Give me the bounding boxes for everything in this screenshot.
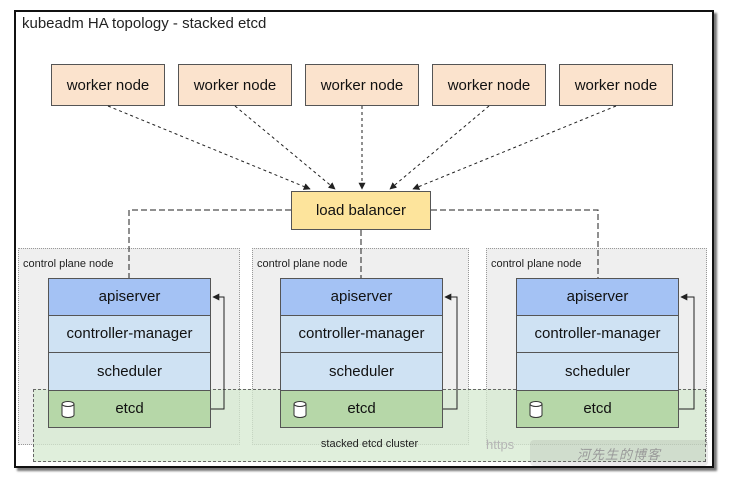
component-stack-2: apiserver controller-manager scheduler e… — [280, 278, 443, 428]
watermark-stamp: 河先生的博客 — [530, 440, 708, 466]
scheduler: scheduler — [516, 353, 679, 391]
control-plane-node-label: control plane node — [257, 258, 348, 270]
controller-manager: controller-manager — [280, 315, 443, 353]
worker-node-1: worker node — [51, 64, 165, 106]
control-plane-node-label: control plane node — [23, 258, 114, 270]
apiserver: apiserver — [516, 278, 679, 316]
worker-node-2: worker node — [178, 64, 292, 106]
controller-manager: controller-manager — [516, 315, 679, 353]
scheduler: scheduler — [280, 353, 443, 391]
worker-to-lb-arrow — [389, 105, 490, 190]
etcd-apiserver-link — [443, 293, 458, 410]
scheduler: scheduler — [48, 353, 211, 391]
worker-node-5: worker node — [559, 64, 673, 106]
component-stack-1: apiserver controller-manager scheduler e… — [48, 278, 211, 428]
etcd-cluster-label: stacked etcd cluster — [320, 438, 419, 450]
worker-node-4: worker node — [432, 64, 546, 106]
controller-manager: controller-manager — [48, 315, 211, 353]
etcd-label: etcd — [115, 400, 144, 418]
database-icon — [293, 400, 307, 418]
component-stack-3: apiserver controller-manager scheduler e… — [516, 278, 679, 428]
apiserver: apiserver — [280, 278, 443, 316]
worker-to-lb-arrow — [412, 105, 617, 190]
etcd-label: etcd — [583, 400, 612, 418]
worker-node-3: worker node — [305, 64, 419, 106]
lb-to-apiserver-line — [128, 209, 291, 278]
lb-to-apiserver-line — [431, 209, 599, 278]
etcd: etcd — [280, 390, 443, 428]
control-plane-node-label: control plane node — [491, 258, 582, 270]
worker-to-lb-arrow — [107, 105, 311, 190]
database-icon — [61, 400, 75, 418]
etcd-label: etcd — [347, 400, 376, 418]
diagram-title: kubeadm HA topology - stacked etcd — [22, 15, 267, 32]
etcd-apiserver-link — [679, 293, 695, 410]
apiserver: apiserver — [48, 278, 211, 316]
database-icon — [529, 400, 543, 418]
load-balancer: load balancer — [291, 191, 431, 230]
etcd: etcd — [48, 390, 211, 428]
worker-to-lb-arrow — [234, 105, 336, 190]
watermark-text: https — [486, 437, 515, 452]
etcd: etcd — [516, 390, 679, 428]
etcd-apiserver-link — [211, 293, 225, 410]
